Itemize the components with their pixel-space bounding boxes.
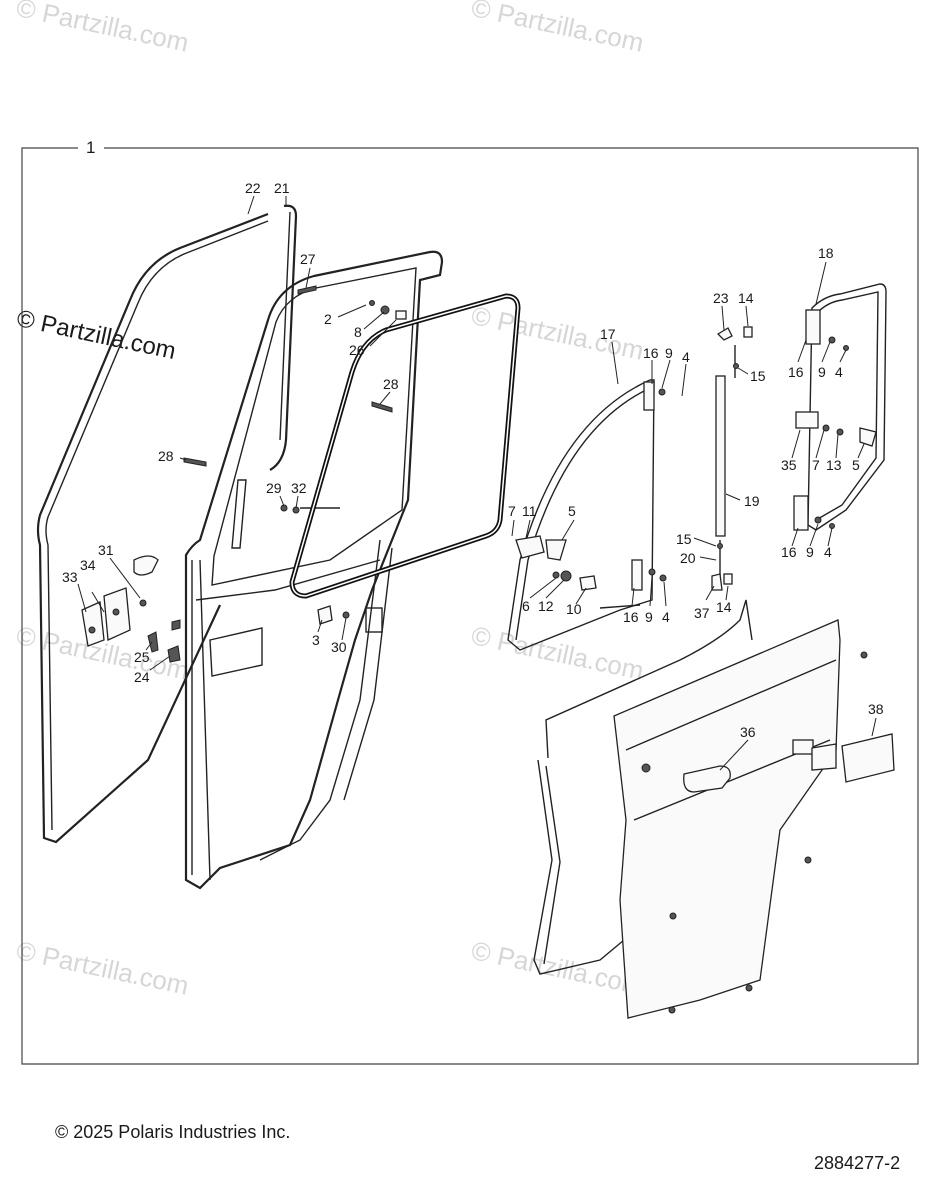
callout-13: 13	[826, 457, 842, 473]
callout-27: 27	[300, 251, 316, 267]
callout-33: 33	[62, 569, 78, 585]
callout-19: 19	[744, 493, 760, 509]
callout-7b: 7	[812, 457, 820, 473]
callout-11: 11	[522, 503, 537, 519]
callout-4c: 4	[835, 364, 843, 380]
callout-16a: 16	[643, 345, 659, 361]
callout-9c: 9	[818, 364, 826, 380]
assembly-frame	[21, 147, 919, 1065]
callout-24: 24	[134, 669, 150, 685]
callout-leaders	[77, 195, 877, 771]
callout-4b: 4	[662, 609, 670, 625]
door-frame	[184, 250, 444, 890]
callout-15a: 15	[750, 368, 766, 384]
document-number: 2884277-2	[814, 1153, 901, 1173]
callout-16b: 16	[623, 609, 639, 625]
callout-labels: 22 21 27 2 8 26 28 28 29 32 31 34 33 25 …	[62, 180, 884, 740]
callout-29: 29	[266, 480, 282, 496]
callout-10: 10	[566, 601, 582, 617]
copyright-text: © 2025 Polaris Industries Inc.	[55, 1122, 291, 1142]
callout-18: 18	[818, 245, 834, 261]
latch-assembly	[81, 555, 181, 663]
gas-strut	[711, 326, 753, 591]
callout-35: 35	[781, 457, 797, 473]
callout-34: 34	[80, 557, 96, 573]
callout-23: 23	[713, 290, 729, 306]
callout-14a: 14	[738, 290, 754, 306]
callout-32: 32	[291, 480, 307, 496]
center-latch-parts	[515, 388, 667, 591]
callout-15b: 15	[676, 531, 692, 547]
lower-door-panel	[613, 619, 895, 1019]
door-seal-outer	[36, 212, 269, 844]
callout-17: 17	[600, 326, 616, 342]
assembly-label: 1	[86, 138, 95, 157]
callout-21: 21	[274, 180, 290, 196]
lower-door-trim	[533, 599, 753, 975]
callout-31: 31	[98, 542, 114, 558]
callout-4a: 4	[682, 349, 690, 365]
callout-9a: 9	[665, 345, 673, 361]
callout-3: 3	[312, 632, 320, 648]
vertical-seal-strip	[269, 204, 298, 471]
callout-26: 26	[349, 342, 365, 358]
callout-22: 22	[245, 180, 261, 196]
callout-25: 25	[134, 649, 150, 665]
callout-9b: 9	[645, 609, 653, 625]
callout-8: 8	[354, 324, 362, 340]
callout-37: 37	[694, 605, 710, 621]
rear-glass-frame	[793, 283, 887, 531]
callout-30: 30	[331, 639, 347, 655]
window-seal	[289, 293, 521, 599]
callout-5a: 5	[568, 503, 576, 519]
callout-12: 12	[538, 598, 554, 614]
callout-14b: 14	[716, 599, 732, 615]
callout-28b: 28	[158, 448, 174, 464]
callout-7a: 7	[508, 503, 516, 519]
callout-16c: 16	[788, 364, 804, 380]
callout-5b: 5	[852, 457, 860, 473]
callout-6: 6	[522, 598, 530, 614]
callout-16d: 16	[781, 544, 797, 560]
callout-9d: 9	[806, 544, 814, 560]
callout-4d: 4	[824, 544, 832, 560]
callout-20: 20	[680, 550, 696, 566]
callout-38: 38	[868, 701, 884, 717]
callout-28a: 28	[383, 376, 399, 392]
callout-2: 2	[324, 311, 332, 327]
callout-36: 36	[740, 724, 756, 740]
